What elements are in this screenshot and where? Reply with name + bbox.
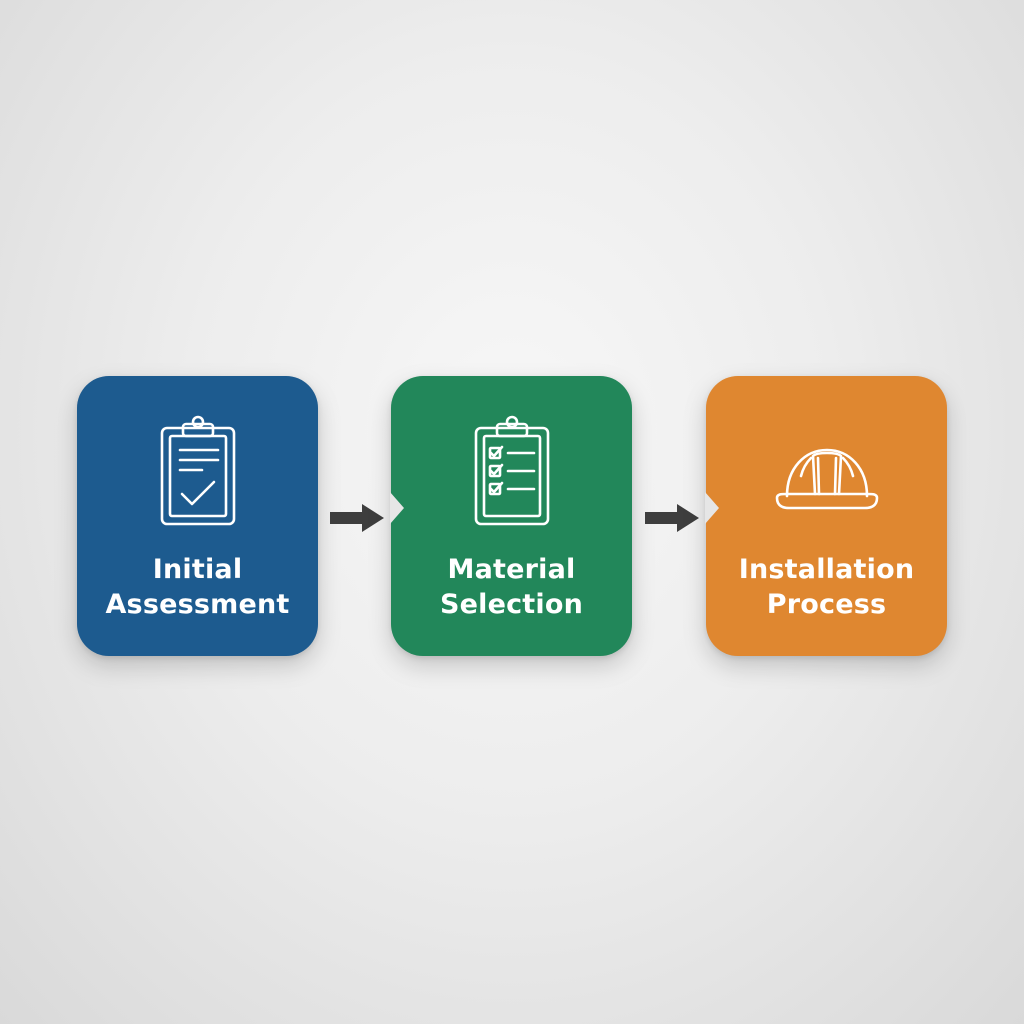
arrow-right-icon (330, 500, 388, 536)
step-label: Material Selection (439, 554, 584, 620)
arrow-right-icon (645, 500, 703, 536)
step-card-material-selection: Material Selection (390, 376, 632, 656)
step-card-installation-process: Installation Process (705, 376, 947, 656)
clipboard-check-icon (138, 414, 258, 534)
step-label: Installation Process (738, 554, 915, 620)
step-card-initial-assessment: Initial Assessment (77, 376, 318, 656)
card-notch (705, 492, 719, 524)
card-notch (390, 492, 404, 524)
clipboard-checklist-icon (452, 414, 572, 534)
hard-hat-icon (767, 414, 887, 534)
step-label: Initial Assessment (105, 554, 290, 620)
